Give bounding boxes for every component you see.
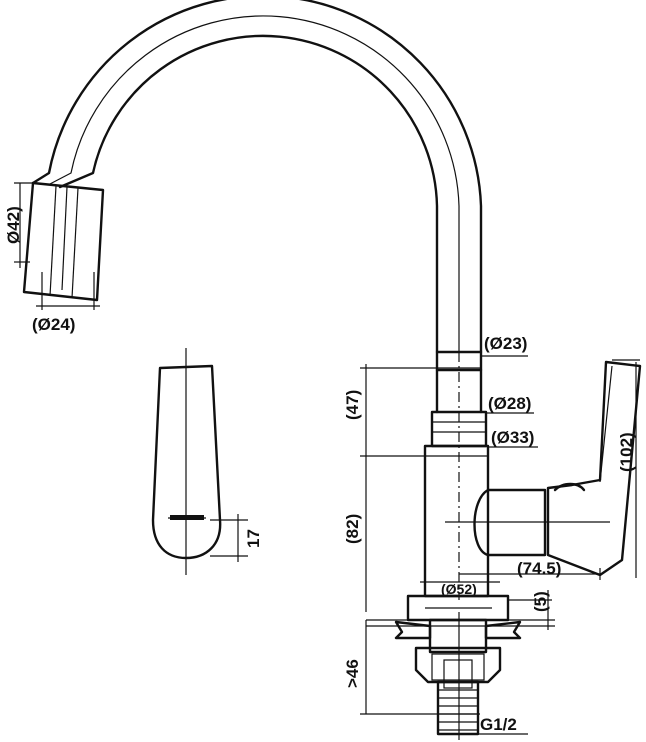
- handle-offset-label: 17: [244, 529, 263, 548]
- spout-inner-dim: (Ø24): [32, 272, 100, 334]
- lever-reach-label: (74.5): [517, 559, 561, 578]
- base-flange: (Ø52) (5): [406, 581, 552, 630]
- tube-dia-label: (Ø23): [484, 334, 527, 353]
- deck-thickness-label: >46: [343, 659, 362, 688]
- body-dia-label: (Ø33): [491, 428, 534, 447]
- diameter-callouts: (Ø23) (Ø28) (Ø33): [481, 334, 538, 448]
- handle-side-view: 17: [151, 348, 263, 575]
- spout-outlet: [22, 181, 105, 302]
- lever-dims: (102) (74.5): [459, 359, 640, 580]
- deck-dims: >46 G1/2: [343, 620, 528, 735]
- collar-dia-label: (Ø28): [488, 394, 531, 413]
- spout-outer-dia-label: Ø42): [4, 206, 23, 244]
- gooseneck-spout: [31, 0, 483, 354]
- height-dims: (47) (82): [343, 364, 437, 612]
- base-dia-label: (Ø52): [441, 581, 477, 597]
- deck-and-nut: [366, 612, 555, 740]
- spout-outer-dim: Ø42): [4, 182, 34, 268]
- body-height-label: (82): [343, 514, 362, 544]
- lever-height-label: (102): [617, 432, 636, 472]
- upper-height-label: (47): [343, 390, 362, 420]
- thread-label: G1/2: [480, 715, 517, 734]
- base-thickness-label: (5): [531, 591, 550, 612]
- spout-inner-dia-label: (Ø24): [32, 315, 75, 334]
